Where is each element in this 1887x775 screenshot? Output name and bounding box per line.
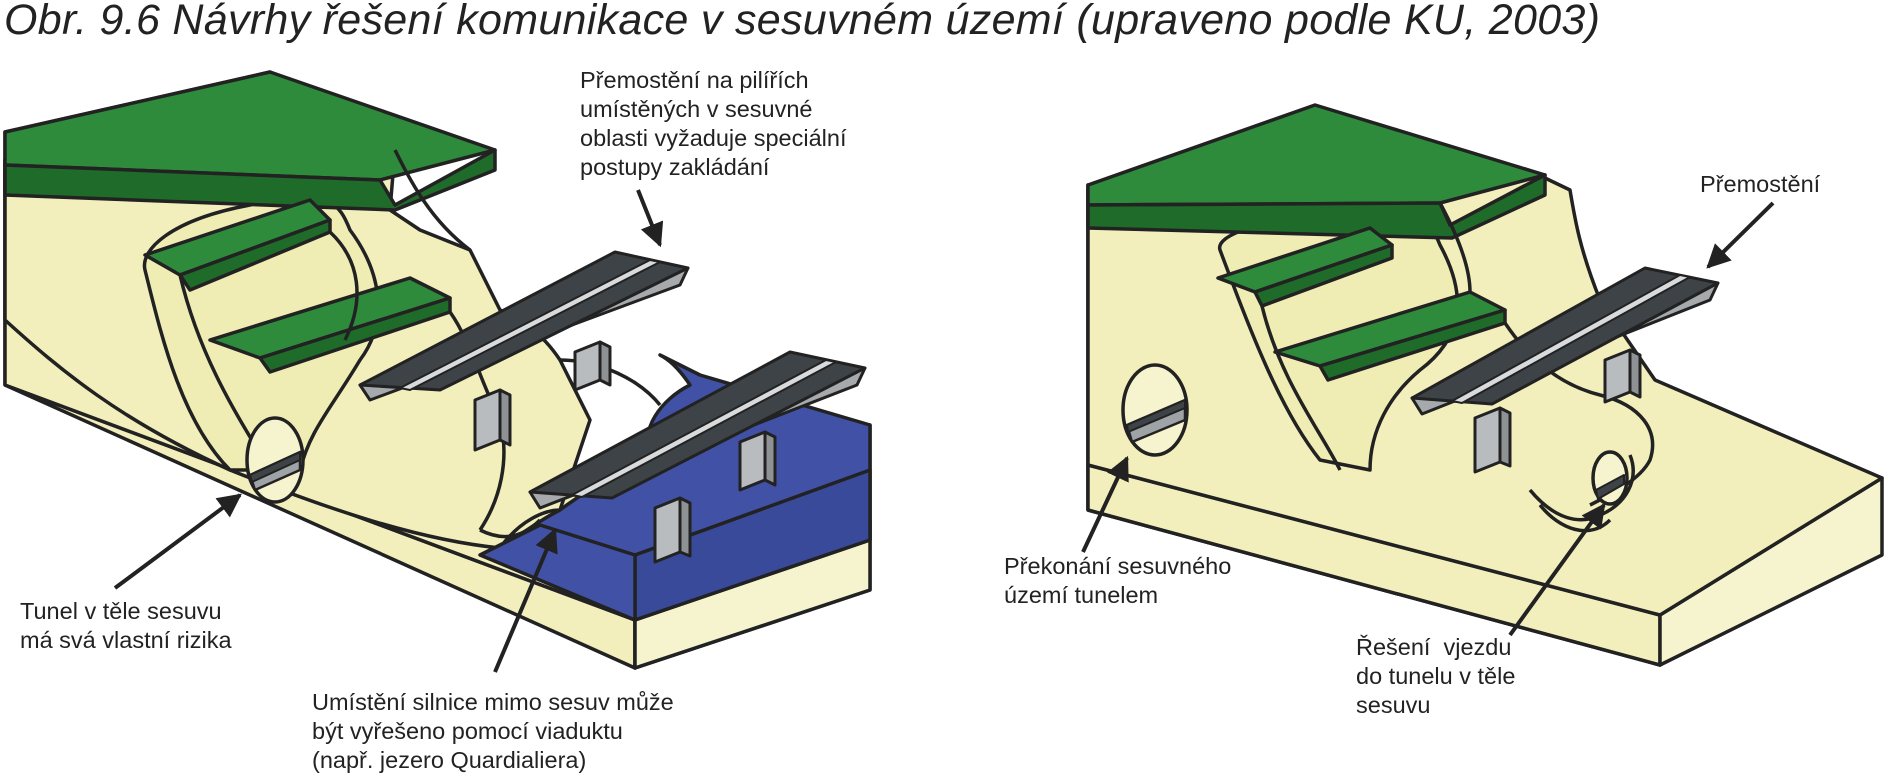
left-bridge-upper-stripe (399, 259, 661, 391)
figure-title: Obr. 9.6 Návrhy řešení komunikace v sesu… (4, 0, 1601, 44)
label-viaduct-line-2: být vyřešeno pomocí viaduktu (312, 718, 623, 744)
arrow-viaduct (493, 527, 558, 673)
label-bridge: Přemostění (1700, 170, 1820, 199)
left-bridge-lower-pier-1 (653, 496, 682, 564)
label-bridge-piers-line-3: oblasti vyžaduje speciální (580, 125, 847, 151)
arrow-entrance (1508, 503, 1606, 637)
label-bridge-piers: Přemostění na pilířích umístěných v sesu… (580, 66, 847, 182)
right-grass-step-1-edge (1253, 243, 1394, 308)
left-bridge-upper-pier-1-side (498, 388, 512, 447)
right-bridge-pier-1-side (1498, 406, 1512, 468)
label-viaduct-line-3: (např. jezero Quardialiera) (312, 747, 587, 773)
arrow-tunnel (1081, 455, 1129, 553)
label-tunnel-line-2: území tunelem (1004, 582, 1159, 608)
left-bridge-lower-pier-2-side (763, 430, 777, 487)
arrow-bridge (1706, 201, 1775, 269)
left-scarp-line-1 (393, 149, 472, 252)
label-tunnel-risk-line-1: Tunel v těle sesuvu (20, 598, 222, 624)
label-entrance-line-2: do tunelu v těle (1356, 663, 1516, 689)
right-tunnel-road-top (1126, 399, 1186, 433)
label-tunnel-line-1: Překonání sesuvného (1004, 553, 1232, 579)
left-toe-line (479, 518, 542, 539)
label-bridge-piers-line-1: Přemostění na pilířích (580, 67, 809, 93)
right-bridge-pier-1 (1473, 406, 1502, 474)
left-bridge-lower-pier-2 (738, 430, 767, 492)
label-tunnel: Překonání sesuvného území tunelem (1004, 552, 1231, 610)
label-entrance-line-3: sesuvu (1356, 692, 1431, 718)
left-bridge-upper (358, 250, 690, 452)
label-tunnel-risk-line-2: má svá vlastní rizika (20, 627, 232, 653)
left-bridge-lower (528, 350, 867, 564)
right-bridge-pier-2 (1603, 348, 1632, 404)
label-viaduct: Umístění silnice mimo sesuv může být vyř… (312, 688, 674, 775)
label-entrance-line-1: Řešení vjezdu (1356, 634, 1512, 660)
left-bridge-upper-pier-2 (573, 340, 602, 392)
left-top-grass (3, 70, 497, 182)
left-bridge-lower-pier-1-side (678, 496, 692, 558)
left-top-grass-edge (3, 148, 497, 212)
right-bridge (1410, 266, 1720, 474)
left-bridge-upper-pier-1 (473, 388, 502, 452)
label-viaduct-line-1: Umístění silnice mimo sesuv může (312, 689, 674, 715)
left-tunnel-road-top (249, 451, 301, 483)
arrow-bridge-piers (636, 189, 664, 248)
left-scarp-line-5 (559, 358, 662, 407)
label-bridge-piers-line-2: umístěných v sesuvné (580, 96, 813, 122)
arrows (113, 189, 1775, 673)
arrow-tunnel-risk (113, 493, 242, 590)
label-tunnel-risk: Tunel v těle sesuvu má svá vlastní rizik… (20, 597, 232, 655)
right-scarp-line-1 (1438, 202, 1472, 293)
left-bridge-lower-stripe (571, 359, 837, 498)
left-scarp-line-2 (328, 230, 359, 341)
right-top-grass (1086, 103, 1547, 207)
label-entrance: Řešení vjezdu do tunelu v těle sesuvu (1356, 633, 1515, 720)
left-bridge-upper-pier-2-side (598, 340, 612, 387)
label-bridge-line-1: Přemostění (1700, 171, 1821, 197)
label-bridge-piers-line-4: postupy zakládání (580, 154, 770, 180)
right-bridge-stripe (1451, 274, 1691, 404)
right-scarp-line-2 (1260, 305, 1342, 471)
right-tunnel-entrance-road (1595, 474, 1625, 500)
right-bridge-pier-2-side (1628, 348, 1642, 399)
